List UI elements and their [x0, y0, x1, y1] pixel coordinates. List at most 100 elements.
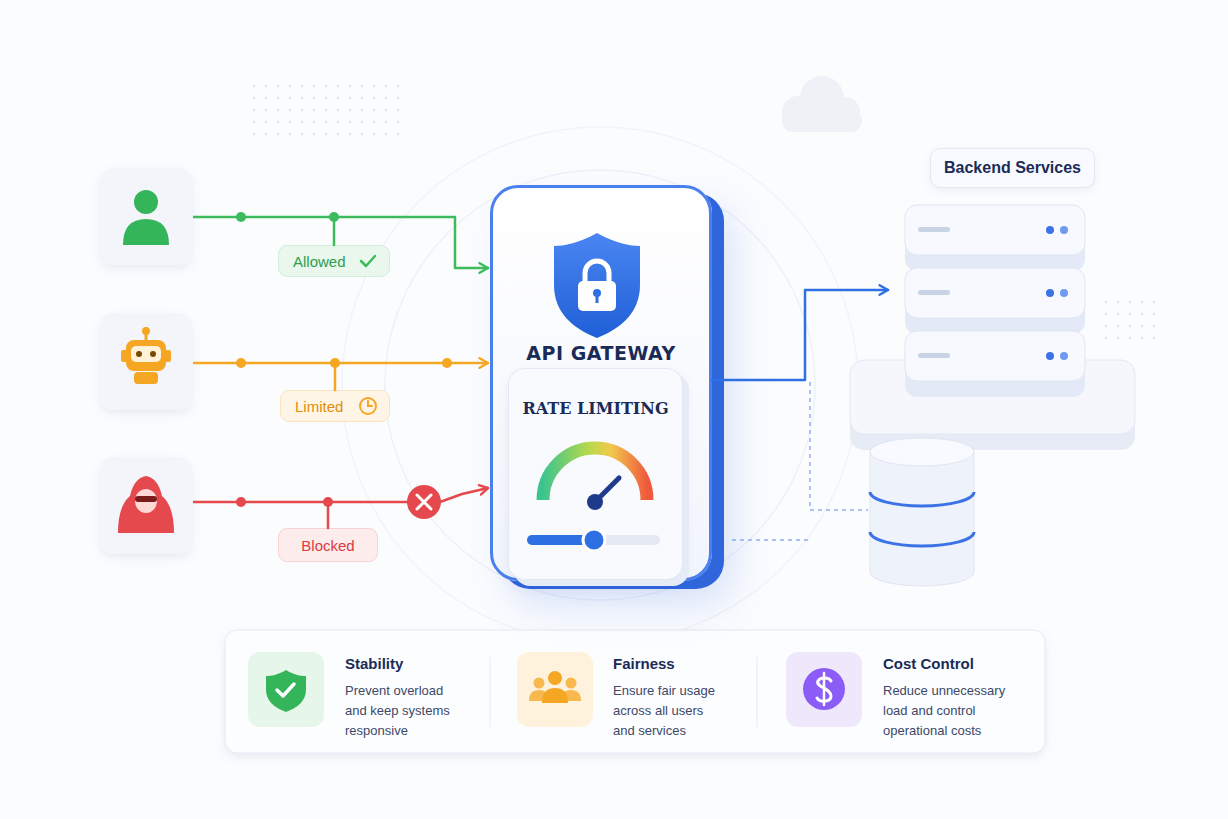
user-icon	[134, 190, 158, 214]
database-icon	[870, 452, 974, 586]
flow-arrow	[335, 363, 488, 390]
flow-arrow	[328, 488, 488, 528]
people-icon	[566, 678, 577, 689]
server-platform	[850, 372, 1135, 450]
flow-dot	[329, 212, 339, 222]
block-mark	[417, 495, 431, 509]
people-icon	[529, 690, 549, 701]
gateway-box: API GATEWAYRATE LIMITING	[490, 185, 712, 581]
server-slot	[918, 290, 950, 295]
cloud-part	[800, 76, 844, 120]
server-face	[905, 331, 1085, 381]
card-title: Stability	[345, 655, 460, 673]
flow-line	[193, 362, 335, 365]
clock-icon	[360, 398, 376, 414]
status-pill: Limited	[280, 390, 390, 422]
dollar-icon	[823, 673, 826, 705]
server-platform	[850, 360, 1135, 434]
flow-arrow	[334, 217, 488, 268]
flow-dot	[236, 497, 246, 507]
client-tile	[100, 457, 192, 554]
server-body	[905, 341, 1085, 397]
flow-line	[193, 501, 328, 504]
people-icon	[542, 688, 568, 703]
cost-icon	[803, 668, 845, 710]
server-led	[1060, 289, 1068, 297]
halo-ring	[385, 170, 815, 600]
icon-tile	[517, 652, 593, 727]
status-label: Allowed	[293, 253, 346, 270]
flow-line	[193, 216, 334, 219]
card-body: Prevent overload and keep systems respon…	[345, 681, 460, 741]
server-face	[905, 268, 1085, 318]
robot-icon	[134, 372, 158, 384]
server-slot	[918, 353, 950, 358]
server-body	[905, 215, 1085, 271]
service-group: Backend Services	[888, 148, 1138, 448]
check-icon	[361, 256, 375, 266]
icon-tile	[248, 652, 324, 727]
database-top	[870, 438, 974, 466]
server-led	[1046, 352, 1054, 360]
cloud-part	[830, 97, 860, 127]
user-icon	[123, 219, 169, 245]
database-band	[870, 532, 974, 546]
rate-limit-panel: RATE LIMITING	[508, 368, 683, 580]
server-face	[905, 205, 1085, 255]
slider-track	[527, 535, 660, 545]
flow-dot	[442, 358, 452, 368]
flow-dot	[323, 497, 333, 507]
status-label: Blocked	[301, 537, 354, 554]
check-icon	[277, 684, 294, 696]
hacker-icon	[135, 496, 157, 502]
hacker-icon	[135, 489, 157, 513]
server-unit	[905, 268, 1085, 334]
flow-dot	[330, 358, 340, 368]
client-tile	[100, 168, 192, 265]
server-led	[1046, 226, 1054, 234]
dot-grid	[250, 82, 400, 138]
server-body	[905, 278, 1085, 334]
server-unit	[905, 331, 1085, 397]
hacker-icon	[118, 476, 174, 533]
benefit-card: FairnessEnsure fair usage across all use…	[613, 655, 728, 750]
group-label: Backend Services	[930, 148, 1095, 188]
gauge-hub	[587, 494, 603, 510]
benefit-card: Cost ControlReduce unnecessary load and …	[883, 655, 1013, 750]
lock-icon	[585, 261, 609, 283]
gauge-needle	[595, 478, 619, 502]
server-slot	[918, 227, 950, 232]
cloud-part	[782, 110, 862, 132]
server-led	[1060, 226, 1068, 234]
card-title: Fairness	[613, 655, 728, 673]
divider	[490, 657, 491, 727]
flow-dot	[236, 212, 246, 222]
data-link	[732, 539, 810, 541]
cloud	[782, 76, 862, 132]
benefit-card: StabilityPrevent overload and keep syste…	[345, 655, 460, 750]
lock-icon	[596, 295, 599, 303]
robot-icon	[121, 350, 127, 362]
card-title: Cost Control	[883, 655, 1013, 673]
data-link	[921, 428, 923, 442]
robot-icon	[150, 351, 156, 357]
cloud-part	[782, 96, 814, 128]
block-mark	[407, 485, 441, 519]
flow-arrow	[712, 290, 888, 380]
gauge-arc	[543, 448, 647, 500]
lock-icon	[578, 281, 616, 311]
icon-tile	[786, 652, 862, 727]
people-icon	[534, 678, 545, 689]
robot-icon	[145, 334, 148, 341]
shield-icon	[266, 670, 306, 712]
robot-icon	[142, 327, 150, 335]
robot-icon	[165, 350, 171, 362]
status-label: Limited	[295, 398, 343, 415]
card-body: Reduce unnecessary load and control oper…	[883, 681, 1013, 741]
divider	[757, 657, 758, 727]
status-pill: Allowed	[278, 245, 390, 277]
robot-icon	[126, 340, 166, 371]
people-icon	[548, 671, 562, 685]
